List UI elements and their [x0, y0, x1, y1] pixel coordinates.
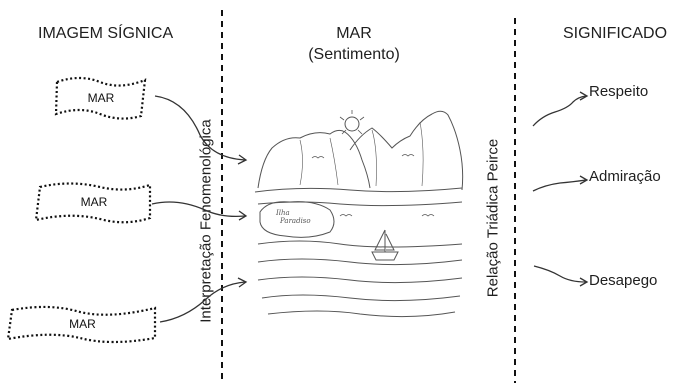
right-mountain	[349, 110, 464, 191]
sign-image-label: MAR	[87, 91, 115, 105]
sign-image-label: MAR	[69, 317, 96, 331]
center-heading-subtitle: (Sentimento)	[308, 46, 400, 63]
sign-image-3: MAR	[10, 317, 155, 331]
arrow-to-respeito	[532, 95, 587, 127]
meaning-admiracao: Admiração	[589, 168, 661, 185]
peak-sun	[344, 116, 360, 132]
sign-image-2: MAR	[38, 195, 150, 209]
island-label-line2: Paradiso	[280, 217, 311, 225]
arrow-sign1-to-drawing	[154, 95, 246, 161]
left-column-heading: IMAGEM SÍGNICA	[38, 25, 174, 42]
sign-frame-2	[34, 182, 152, 224]
arrow-to-desapego	[533, 265, 587, 283]
sailboat	[371, 229, 399, 261]
right-column-heading: SIGNIFICADO	[563, 25, 668, 42]
island-handwritten-label: Ilha Paradiso	[276, 209, 311, 225]
sign-frame-1	[54, 76, 147, 120]
meaning-respeito: Respeito	[589, 83, 649, 100]
meaning-desapego: Desapego	[589, 272, 658, 289]
left-mountain	[257, 129, 371, 189]
sign-image-1: MAR	[57, 91, 145, 105]
arrow-to-admiracao	[532, 179, 587, 192]
center-column-heading: MAR (Sentimento)	[254, 23, 454, 65]
connector-arrows	[151, 91, 589, 323]
sign-image-label: MAR	[80, 195, 108, 209]
arrow-sign2-to-drawing	[151, 201, 246, 218]
island-label-line1: Ilha	[276, 209, 290, 217]
sea-sketch-drawing	[254, 110, 464, 318]
island-shape	[259, 201, 335, 238]
arrow-sign3-to-drawing	[159, 281, 246, 323]
center-heading-title: MAR	[336, 25, 372, 42]
